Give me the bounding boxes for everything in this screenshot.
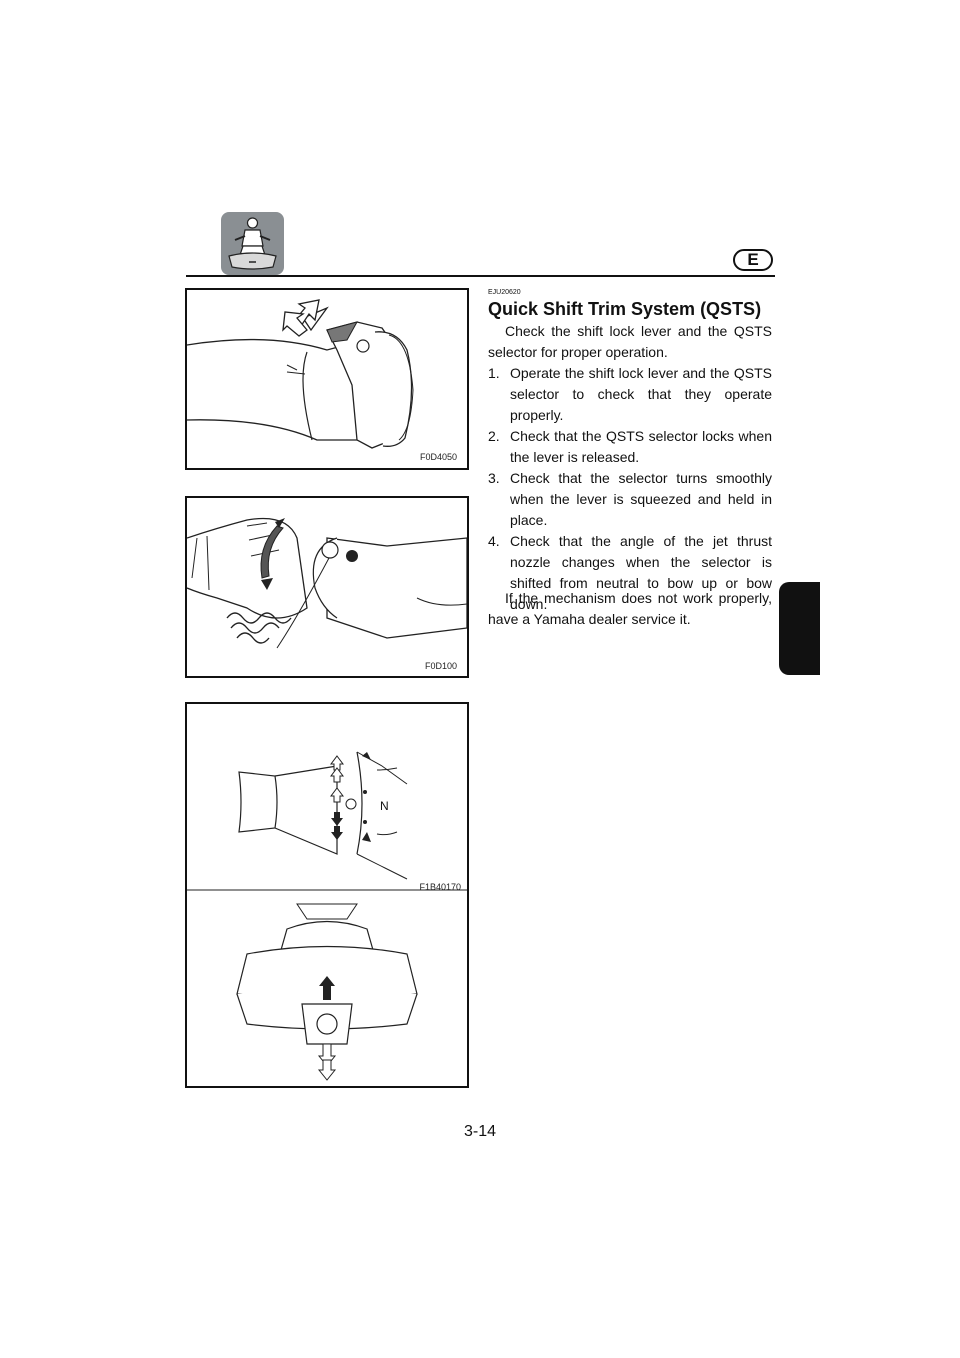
reference-code: EJU20620 <box>488 289 521 296</box>
step-list: 1. Operate the shift lock lever and the … <box>488 363 772 615</box>
step-number: 3. <box>488 470 500 486</box>
step-text: Check that the QSTS selector locks when … <box>510 428 772 465</box>
step-text: Check that the selector turns smoothly w… <box>510 470 772 528</box>
neutral-mark: N <box>380 799 389 813</box>
intro-paragraph: Check the shift lock lever and the QSTS … <box>488 323 772 360</box>
header-rule <box>186 275 775 277</box>
step-text: Operate the shift lock lever and the QST… <box>510 365 772 423</box>
figure-label: F0D100 <box>424 661 457 671</box>
step-text: Check that the angle of the jet thrust n… <box>510 533 772 612</box>
shift-lock-lever-icon <box>187 299 414 449</box>
list-item: 4. Check that the angle of the jet thrus… <box>488 531 772 615</box>
figure-label: F1B40170 <box>419 882 461 892</box>
list-item: 1. Operate the shift lock lever and the … <box>488 363 772 426</box>
personal-watercraft-rider-icon <box>221 212 284 275</box>
figure-label: F0D4050 <box>419 452 457 462</box>
language-badge: E <box>733 249 773 271</box>
list-item: 3. Check that the selector turns smoothl… <box>488 468 772 531</box>
figure-qsts-selector: N F1B40170 <box>185 702 469 1088</box>
list-item: 2. Check that the QSTS selector locks wh… <box>488 426 772 468</box>
hand-squeezing-lever-icon <box>187 517 467 649</box>
page-number: 3-14 <box>463 1123 497 1140</box>
chapter-tab <box>779 582 820 675</box>
qsts-selector-and-watercraft-icon <box>187 751 467 1081</box>
section-title: Quick Shift Trim System (QSTS) <box>488 299 762 319</box>
step-number: 4. <box>488 533 500 549</box>
step-number: 1. <box>488 365 500 381</box>
step-number: 2. <box>488 428 500 444</box>
outro-paragraph: If the mechanism does not work properly,… <box>488 590 772 627</box>
figure-hand-squeezing-lever: F0D100 <box>185 496 469 678</box>
figure-shift-lock-lever: F0D4050 <box>185 288 469 470</box>
